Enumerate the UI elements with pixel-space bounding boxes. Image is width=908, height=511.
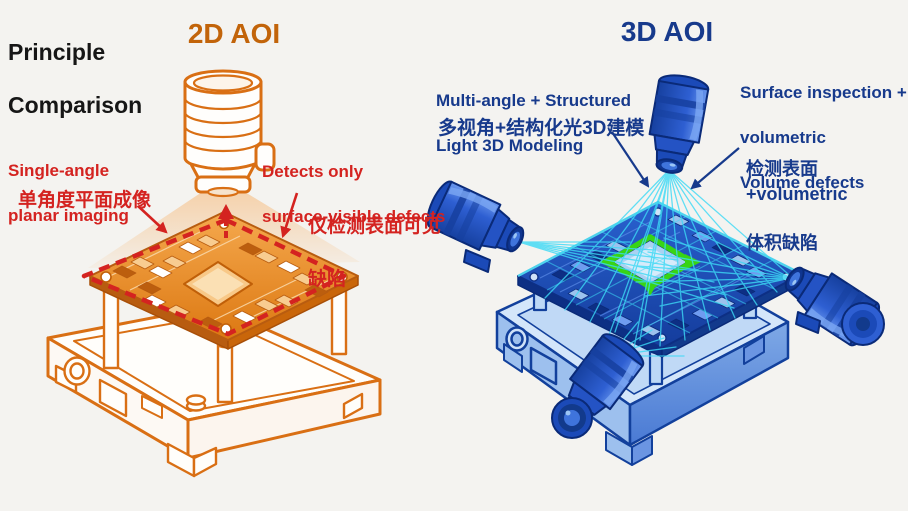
label-surface-zh: 检测表面+volumetric 体积缺陷 [746,132,908,281]
3d-camera-front [548,327,649,439]
heading-2d-aoi: 2D AOI [187,18,281,49]
label-detects-en-line2: surface-visible defects [262,207,446,227]
3d-aoi-machine [421,71,886,466]
label-detects-en-line1: Detects only [262,162,364,182]
3d-leader-arrows [611,131,740,190]
2d-leader-arrows [137,192,299,239]
3d-camera-left [421,177,533,273]
label-surface-zh-line1: 检测表面+volumetric [746,158,848,204]
label-surface-en-line2: volumetric [740,128,826,148]
label-detects-zh-line2: 缺陷 [308,268,347,290]
structured-light-rays [518,169,796,369]
3d-camera-top [642,71,711,178]
label-single-angle-en-line2: planar imaging [8,206,129,226]
label-multi-angle-en: Multi-angle + Structured Light 3D Modeli… [436,68,631,180]
label-multi-angle-zh: 多视角+结构化光3D建模 [438,118,645,139]
label-detects-zh-line1: 仅检测表面可见 [308,216,442,238]
3d-pcb-board [517,200,803,358]
2d-camera [183,69,276,198]
page-title: Principle Comparison [8,12,142,145]
label-surface-en-line3: Volume defects [740,173,865,193]
page-title-line1: Principle [8,38,106,65]
heading-3d-aoi: 3D AOI [620,16,714,47]
label-multi-angle-en-line1: Multi-angle + Structured [436,91,632,111]
label-detects-zh: 仅检测表面可见 缺陷 [308,188,441,319]
page-title-line2: Comparison [8,92,143,119]
3d-camera-right [774,253,886,351]
2d-dashed-scan-outline [81,204,347,337]
label-surface-en-line1: Surface inspection + [740,83,907,103]
label-surface-en: Surface inspection + volumetric Volume d… [740,60,907,217]
label-single-angle-en: Single-angle planar imaging [8,138,129,250]
label-surface-zh-line2: 体积缺陷 [746,233,818,254]
label-single-angle-zh: 单角度平面成像 [18,190,152,211]
2d-aoi-machine [46,69,382,478]
2d-base-port [63,356,207,419]
label-multi-angle-en-line2: Light 3D Modeling [436,136,584,156]
2d-pcb-board [89,211,359,350]
label-single-angle-en-line1: Single-angle [8,161,110,181]
label-detects-en: Detects only surface-visible defects [262,139,445,251]
